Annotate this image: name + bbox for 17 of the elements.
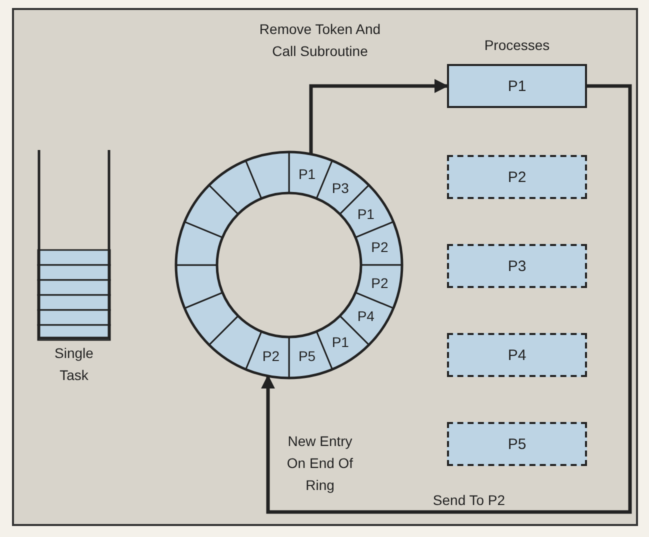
process-box: P5 <box>447 422 587 466</box>
process-box: P3 <box>447 244 587 288</box>
arrow <box>309 79 448 154</box>
process-box: P1 <box>447 64 587 108</box>
process-box: P2 <box>447 155 587 199</box>
ring-segment <box>244 151 290 200</box>
edge-label: Send To P2 <box>432 491 506 510</box>
task-stack <box>38 150 110 382</box>
ring-segment <box>175 264 224 310</box>
edge-label: Remove Token And Call Subroutine <box>258 20 382 61</box>
group-heading: Processes <box>483 36 551 55</box>
ring-segment: P2 <box>354 220 403 266</box>
process-box: P4 <box>447 333 587 377</box>
arrow <box>261 84 632 514</box>
annotation-text: New Entry On End Of Ring <box>286 432 354 495</box>
ring-segment: P5 <box>288 330 334 379</box>
stack-label: Single Task <box>54 344 94 385</box>
